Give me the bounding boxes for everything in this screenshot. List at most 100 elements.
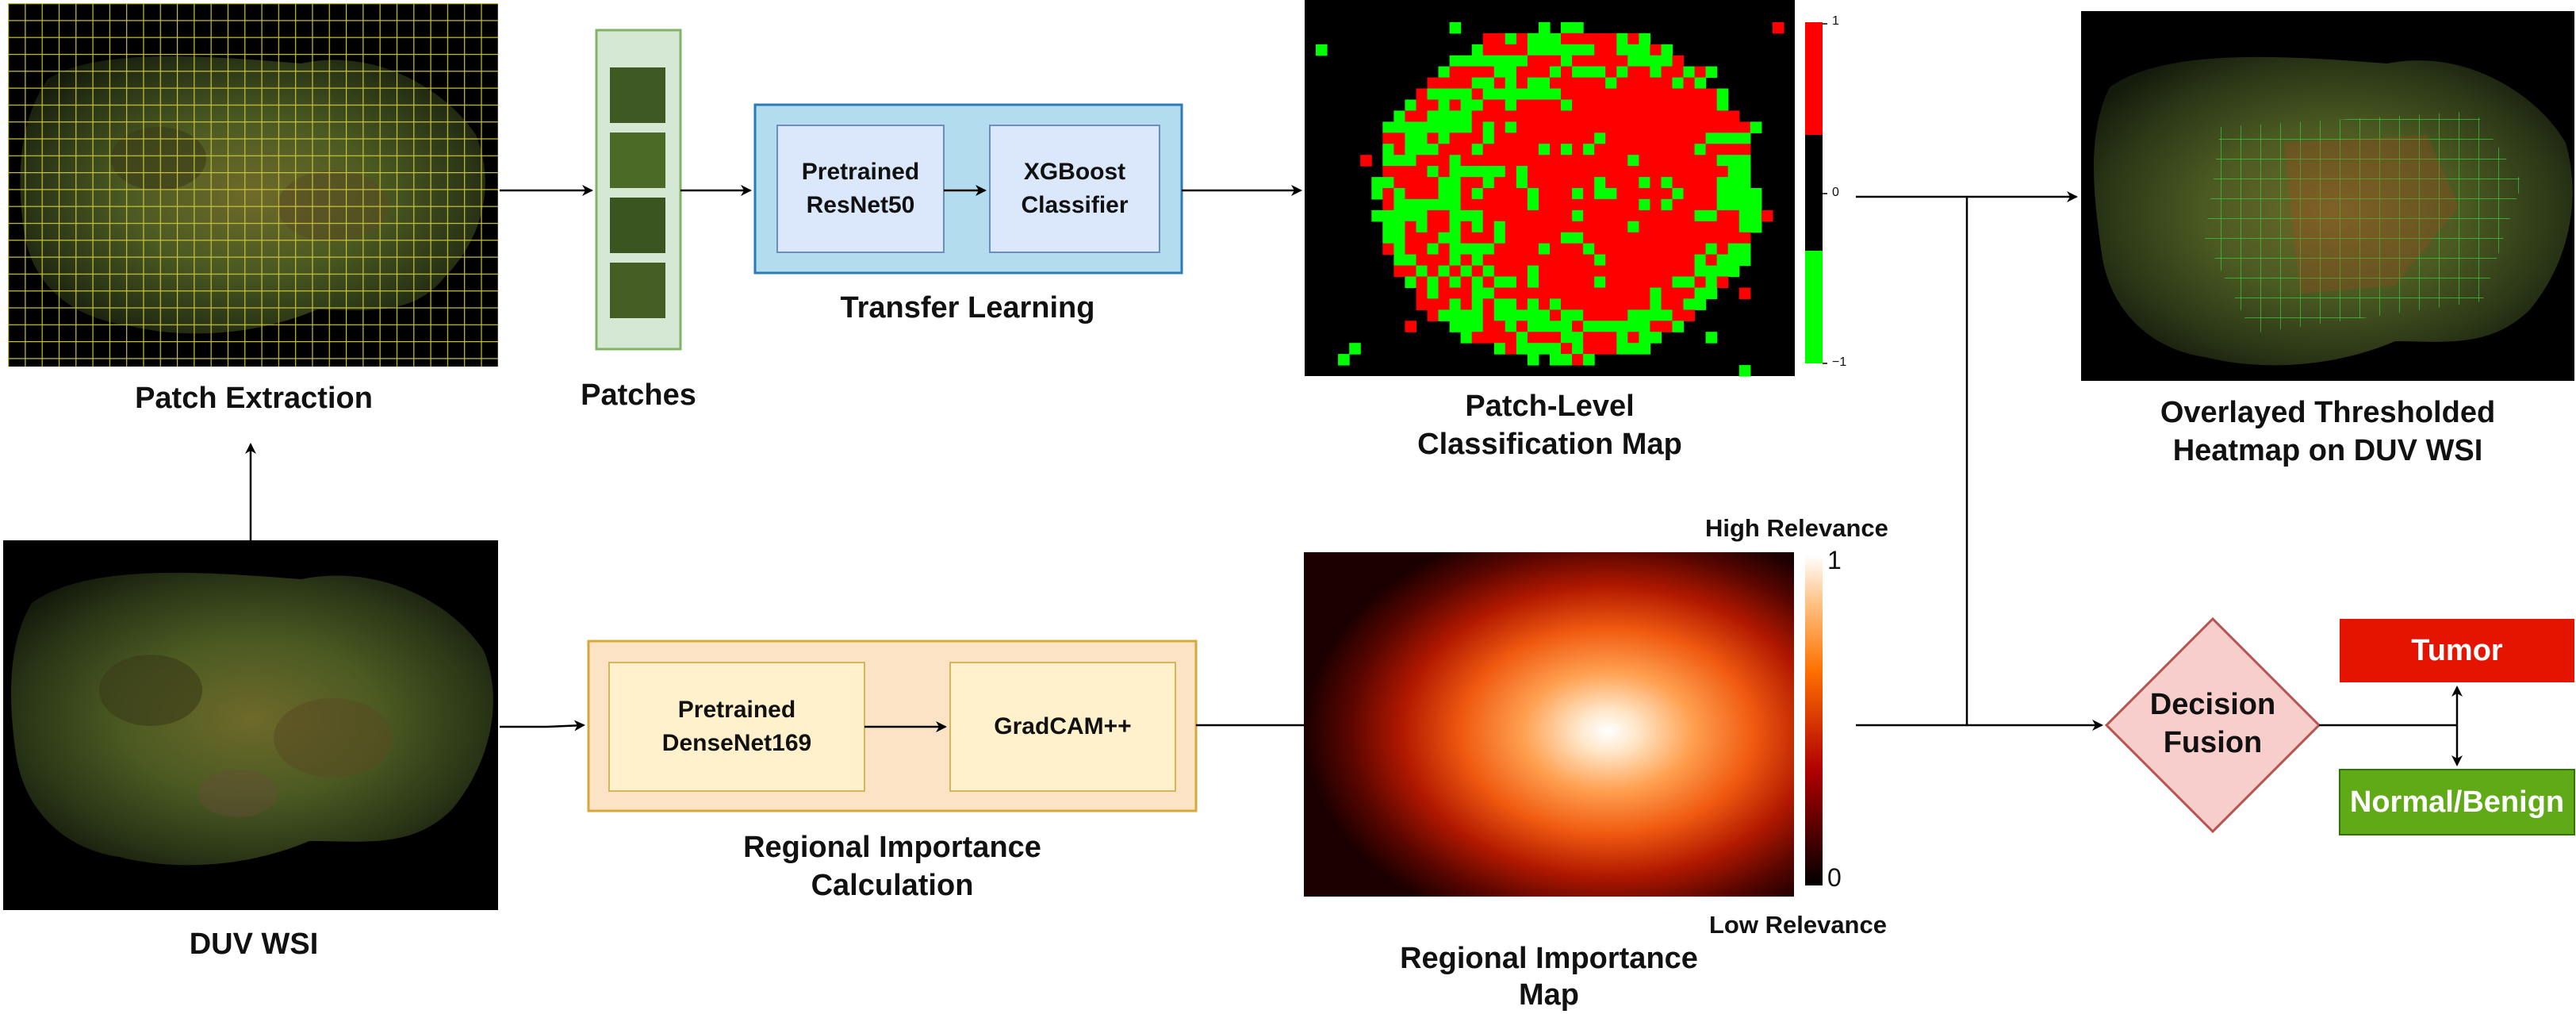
benign-patch-cell <box>1583 144 1595 156</box>
tumor-patch-cell <box>1683 209 1696 222</box>
tumor-patch-cell <box>1705 232 1718 244</box>
tumor-patch-cell <box>1594 144 1606 156</box>
benign-patch-cell <box>1539 343 1551 355</box>
tumor-patch-cell <box>1705 254 1718 267</box>
benign-patch-cell <box>1516 343 1528 355</box>
tumor-patch-cell <box>1672 155 1685 167</box>
benign-patch-cell <box>1449 309 1462 321</box>
tumor-patch-cell <box>1460 276 1473 288</box>
tumor-patch-cell <box>1427 133 1439 144</box>
tumor-patch-cell <box>1427 265 1439 278</box>
tumor-patch-cell <box>1650 188 1662 200</box>
tumor-patch-cell <box>1772 21 1784 34</box>
benign-patch-cell <box>1572 232 1584 244</box>
tumor-patch-cell <box>1505 110 1517 122</box>
tumor-patch-cell <box>1639 155 1650 167</box>
patch-grid <box>8 3 498 367</box>
benign-patch-cell <box>1482 166 1495 178</box>
benign-patch-cell <box>1460 332 1473 344</box>
tumor-patch-cell <box>1550 166 1562 178</box>
low-relevance-label: Low Relevance <box>1709 911 1887 939</box>
benign-patch-cell <box>1438 99 1451 111</box>
benign-patch-cell <box>1639 198 1650 211</box>
tumor-patch-cell <box>1650 88 1662 100</box>
tumor-patch-cell <box>1727 221 1740 233</box>
tumor-patch-cell <box>1694 99 1707 111</box>
tumor-patch-cell <box>1438 144 1451 156</box>
tumor-patch-cell <box>1661 321 1673 332</box>
benign-patch-cell <box>1738 133 1751 144</box>
tumor-patch-cell <box>1393 144 1405 156</box>
tumor-patch-cell <box>1539 133 1551 144</box>
tumor-patch-cell <box>1471 155 1484 167</box>
tumor-patch-cell <box>1550 198 1562 211</box>
tumor-patch-cell <box>1627 166 1639 178</box>
tumor-patch-cell <box>1527 232 1539 244</box>
tumor-patch-cell <box>1583 254 1595 267</box>
benign-patch-cell <box>1705 133 1718 144</box>
tumor-patch-cell <box>1427 298 1439 310</box>
benign-patch-cell <box>1493 166 1506 178</box>
tumor-patch-cell <box>1460 155 1473 167</box>
tumor-patch-cell <box>1616 198 1628 211</box>
tumor-patch-cell <box>1650 166 1662 178</box>
benign-patch-cell <box>1527 298 1539 310</box>
tumor-patch-cell <box>1683 188 1696 200</box>
tumor-patch-cell <box>1605 221 1617 233</box>
tumor-patch-cell <box>1605 276 1617 288</box>
benign-patch-cell <box>1672 188 1685 200</box>
tumor-patch-cell <box>1516 287 1528 299</box>
tumor-patch-cell <box>1382 198 1394 211</box>
tumor-patch-cell <box>1616 221 1628 233</box>
tumor-patch-cell <box>1672 88 1685 100</box>
tumor-patch-cell <box>1539 66 1551 79</box>
benign-patch-cell <box>1416 265 1428 278</box>
benign-patch-cell <box>1672 276 1685 288</box>
tumor-patch-cell <box>1550 110 1562 122</box>
benign-patch-cell <box>1449 177 1462 189</box>
tumor-patch-cell <box>1539 110 1551 122</box>
tumor-patch-cell <box>1716 209 1729 222</box>
tumor-patch-cell <box>1594 55 1606 67</box>
benign-patch-cell <box>1471 287 1484 299</box>
tumor-patch-cell <box>1594 221 1606 233</box>
tumor-patch-cell <box>1639 66 1650 79</box>
tumor-patch-cell <box>1482 321 1495 332</box>
tumor-patch-cell <box>1627 33 1639 45</box>
benign-patch-cell <box>1550 44 1562 56</box>
transfer-learning-caption: Transfer Learning <box>840 291 1095 325</box>
tumor-patch-cell <box>1539 99 1551 111</box>
tumor-patch-cell <box>1438 155 1451 167</box>
tumor-patch-cell <box>1482 198 1495 211</box>
tumor-patch-cell <box>1683 243 1696 255</box>
tumor-patch-cell <box>1650 121 1662 133</box>
tumor-patch-cell <box>1605 66 1617 79</box>
tumor-patch-cell <box>1449 77 1462 90</box>
benign-patch-cell <box>1672 77 1685 90</box>
benign-patch-cell <box>1572 332 1584 344</box>
tumor-patch-cell <box>1727 121 1740 133</box>
tumor-patch-cell <box>1449 265 1462 278</box>
tumor-patch-cell <box>1493 198 1506 211</box>
tumor-patch-cell <box>1471 110 1484 122</box>
benign-patch-cell <box>1482 88 1495 100</box>
tumor-patch-cell <box>1572 265 1584 278</box>
benign-patch-cell <box>1539 21 1551 34</box>
tumor-patch-cell <box>1738 287 1751 299</box>
benign-patch-cell <box>1505 321 1517 332</box>
tumor-patch-cell <box>1616 166 1628 178</box>
benign-patch-cell <box>1539 243 1551 255</box>
tumor-patch-cell <box>1416 155 1428 167</box>
tumor-patch-cell <box>1661 254 1673 267</box>
benign-patch-cell <box>1672 321 1685 332</box>
tumor-patch-cell <box>1727 209 1740 222</box>
benign-patch-cell <box>1627 321 1639 332</box>
tumor-patch-cell <box>1639 221 1650 233</box>
tumor-patch-cell <box>1516 144 1528 156</box>
benign-patch-cell <box>1449 276 1462 288</box>
tumor-patch-cell <box>1561 66 1573 79</box>
tumor-patch-cell <box>1694 155 1707 167</box>
tumor-patch-cell <box>1539 276 1551 288</box>
tumor-patch-cell <box>1427 99 1439 111</box>
tumor-patch-cell <box>1738 232 1751 244</box>
